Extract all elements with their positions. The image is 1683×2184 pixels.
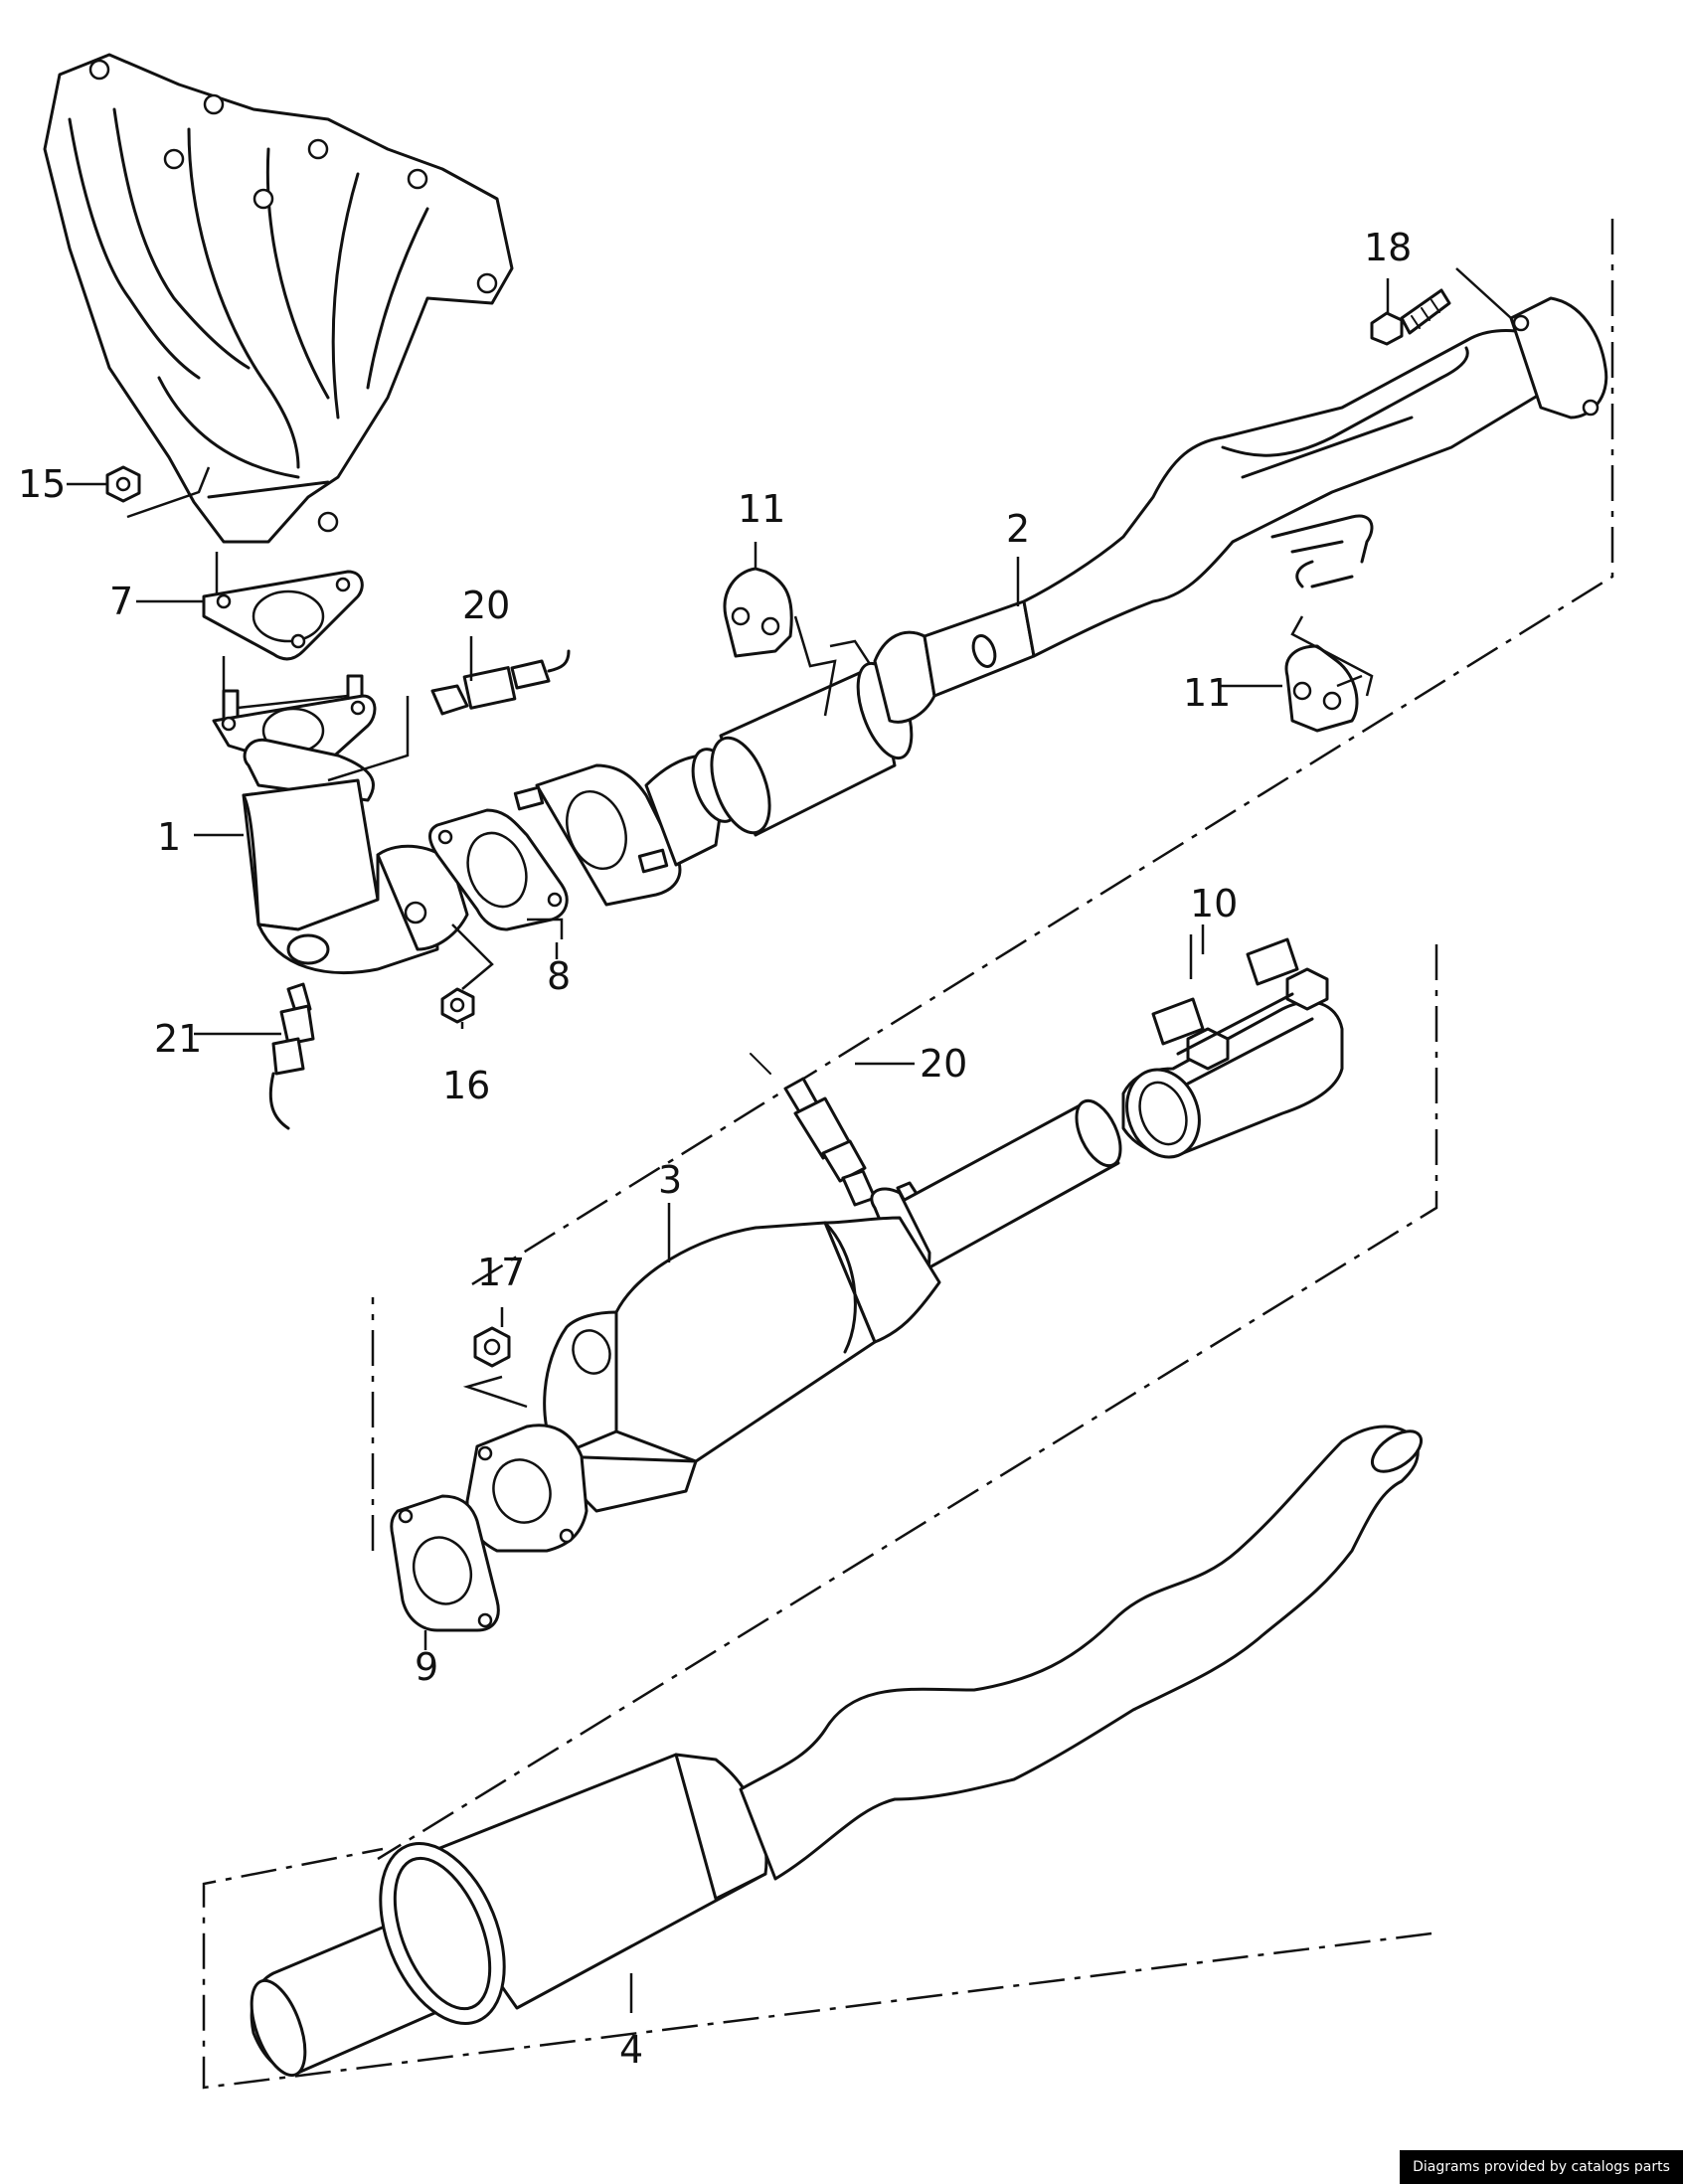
oxygen-sensor-21 <box>268 982 315 1130</box>
exhaust-manifold <box>43 53 514 544</box>
callout-16: 16 <box>442 1064 490 1107</box>
gasket-8 <box>428 808 569 939</box>
hanger-11-right <box>1284 615 1374 733</box>
callout-21: 21 <box>154 1017 202 1061</box>
front-pipe-2 <box>513 296 1608 907</box>
callout-labels: 15 7 1 21 20 8 16 11 2 11 18 10 20 3 17 … <box>18 226 1412 2072</box>
gasket-7 <box>202 552 364 661</box>
credit-banner: Diagrams provided by catalogs parts <box>1400 2150 1683 2184</box>
gasket-9 <box>390 1494 500 1632</box>
oxygen-sensor-20-lower <box>750 1053 925 1213</box>
callout-10: 10 <box>1190 882 1238 925</box>
callout-11-right: 11 <box>1183 671 1231 715</box>
rear-silencer-4 <box>250 1425 1423 2078</box>
nut-15 <box>105 465 211 519</box>
callout-20-lower: 20 <box>920 1042 967 1086</box>
callout-11-left: 11 <box>738 487 785 531</box>
nut-16 <box>440 924 494 1024</box>
oxygen-sensor-20-upper <box>327 649 571 782</box>
callout-leaders <box>67 278 1390 1650</box>
group-boundaries <box>202 219 1614 2090</box>
callout-9: 9 <box>415 1645 438 1689</box>
callout-17: 17 <box>477 1251 525 1294</box>
callout-7: 7 <box>109 580 133 623</box>
callout-20-upper: 20 <box>462 584 510 627</box>
bolt-18 <box>1370 267 1512 346</box>
callout-3: 3 <box>658 1158 682 1202</box>
nut-17 <box>473 1326 511 1368</box>
callout-4: 4 <box>619 2028 643 2072</box>
callout-2: 2 <box>1006 507 1030 551</box>
callout-8: 8 <box>547 954 571 998</box>
hanger-11-left <box>723 567 872 717</box>
callout-18: 18 <box>1364 226 1412 269</box>
catalytic-converter-1 <box>212 694 469 975</box>
callout-1: 1 <box>157 815 181 859</box>
middle-pipe-3 <box>462 1098 1122 1553</box>
callout-15: 15 <box>18 462 66 506</box>
pipe-clamp-10 <box>1121 924 1344 1159</box>
